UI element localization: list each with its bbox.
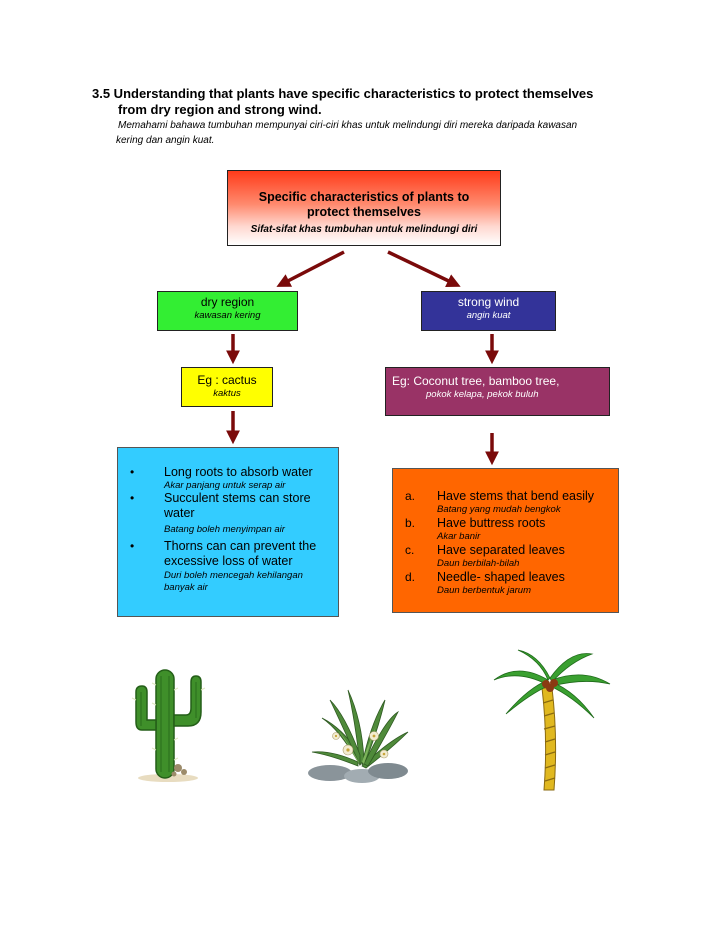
feature-translation: Duri boleh mencegah kehilangan	[164, 570, 303, 581]
dry-features-box: • Long roots to absorb water Akar panjan…	[117, 447, 339, 617]
feature-text: Long roots to absorb water	[164, 465, 313, 479]
bullet-marker: •	[130, 491, 135, 505]
list-marker: d.	[405, 570, 416, 584]
heading-translation-2: kering dan angin kuat.	[116, 135, 215, 146]
main-concept-box: Specific characteristics of plants to pr…	[227, 170, 501, 246]
list-marker: c.	[405, 543, 415, 557]
heading-translation-1: Memahami bahawa tumbuhan mempunyai ciri-…	[118, 120, 578, 131]
feature-text: Thorns can can prevent the	[164, 539, 317, 553]
wind-features-box: a. Have stems that bend easily Batang ya…	[392, 468, 619, 613]
feature-translation-continued: banyak air	[164, 582, 208, 593]
dry-region-translation: kawasan kering	[194, 310, 261, 321]
cactus-example-label: Eg : cactus	[197, 373, 257, 387]
feature-text: Have stems that bend easily	[437, 489, 595, 503]
feature-translation: Akar panjang untuk serap air	[164, 480, 286, 491]
cactus-example-translation: kaktus	[213, 388, 241, 399]
heading-line-2: from dry region and strong wind.	[118, 102, 322, 117]
main-title-line-2: protect themselves	[307, 205, 421, 219]
feature-text-continued: water	[164, 506, 195, 520]
feature-translation: Batang yang mudah bengkok	[437, 504, 561, 515]
desert-shrub-illustration	[308, 689, 409, 783]
coconut-example-box: Eg: Coconut tree, bamboo tree, pokok kel…	[385, 367, 610, 416]
palm-tree-illustration	[493, 649, 611, 791]
strong-wind-box: strong wind angin kuat	[421, 291, 556, 331]
main-title-line-1: Specific characteristics of plants to	[258, 190, 470, 204]
heading-line-1: 3.5 Understanding that plants have speci…	[92, 86, 594, 101]
feature-text-continued: excessive loss of water	[164, 554, 293, 568]
feature-text: Have buttress roots	[437, 516, 546, 530]
feature-translation: Batang boleh menyimpan air	[164, 524, 285, 535]
bullet-marker: •	[130, 465, 135, 479]
feature-text: Needle- shaped leaves	[437, 570, 565, 584]
feature-translation: Daun berbilah-bilah	[437, 558, 520, 569]
strong-wind-translation: angin kuat	[466, 310, 511, 321]
section-heading: 3.5 Understanding that plants have speci…	[92, 86, 692, 148]
coconut-example-label: Eg: Coconut tree, bamboo tree,	[392, 374, 560, 388]
feature-text: Have separated leaves	[437, 543, 565, 557]
bullet-marker: •	[130, 539, 135, 553]
cactus-illustration	[128, 660, 208, 785]
list-marker: a.	[405, 489, 416, 503]
feature-translation: Daun berbentuk jarum	[437, 585, 531, 596]
strong-wind-label: strong wind	[457, 295, 520, 309]
main-subtitle: Sifat-sifat khas tumbuhan untuk melindun…	[250, 224, 478, 235]
arrow-to-strong-wind	[387, 250, 461, 287]
cactus-example-box: Eg : cactus kaktus	[181, 367, 273, 407]
arrow-to-dry-region	[276, 250, 345, 287]
dry-region-label: dry region	[200, 295, 255, 309]
dry-region-box: dry region kawasan kering	[157, 291, 298, 331]
coconut-example-translation: pokok kelapa, pekok buluh	[426, 389, 539, 400]
list-marker: b.	[405, 516, 416, 530]
feature-text: Succulent stems can store	[164, 491, 311, 505]
feature-translation: Akar banir	[437, 531, 481, 542]
